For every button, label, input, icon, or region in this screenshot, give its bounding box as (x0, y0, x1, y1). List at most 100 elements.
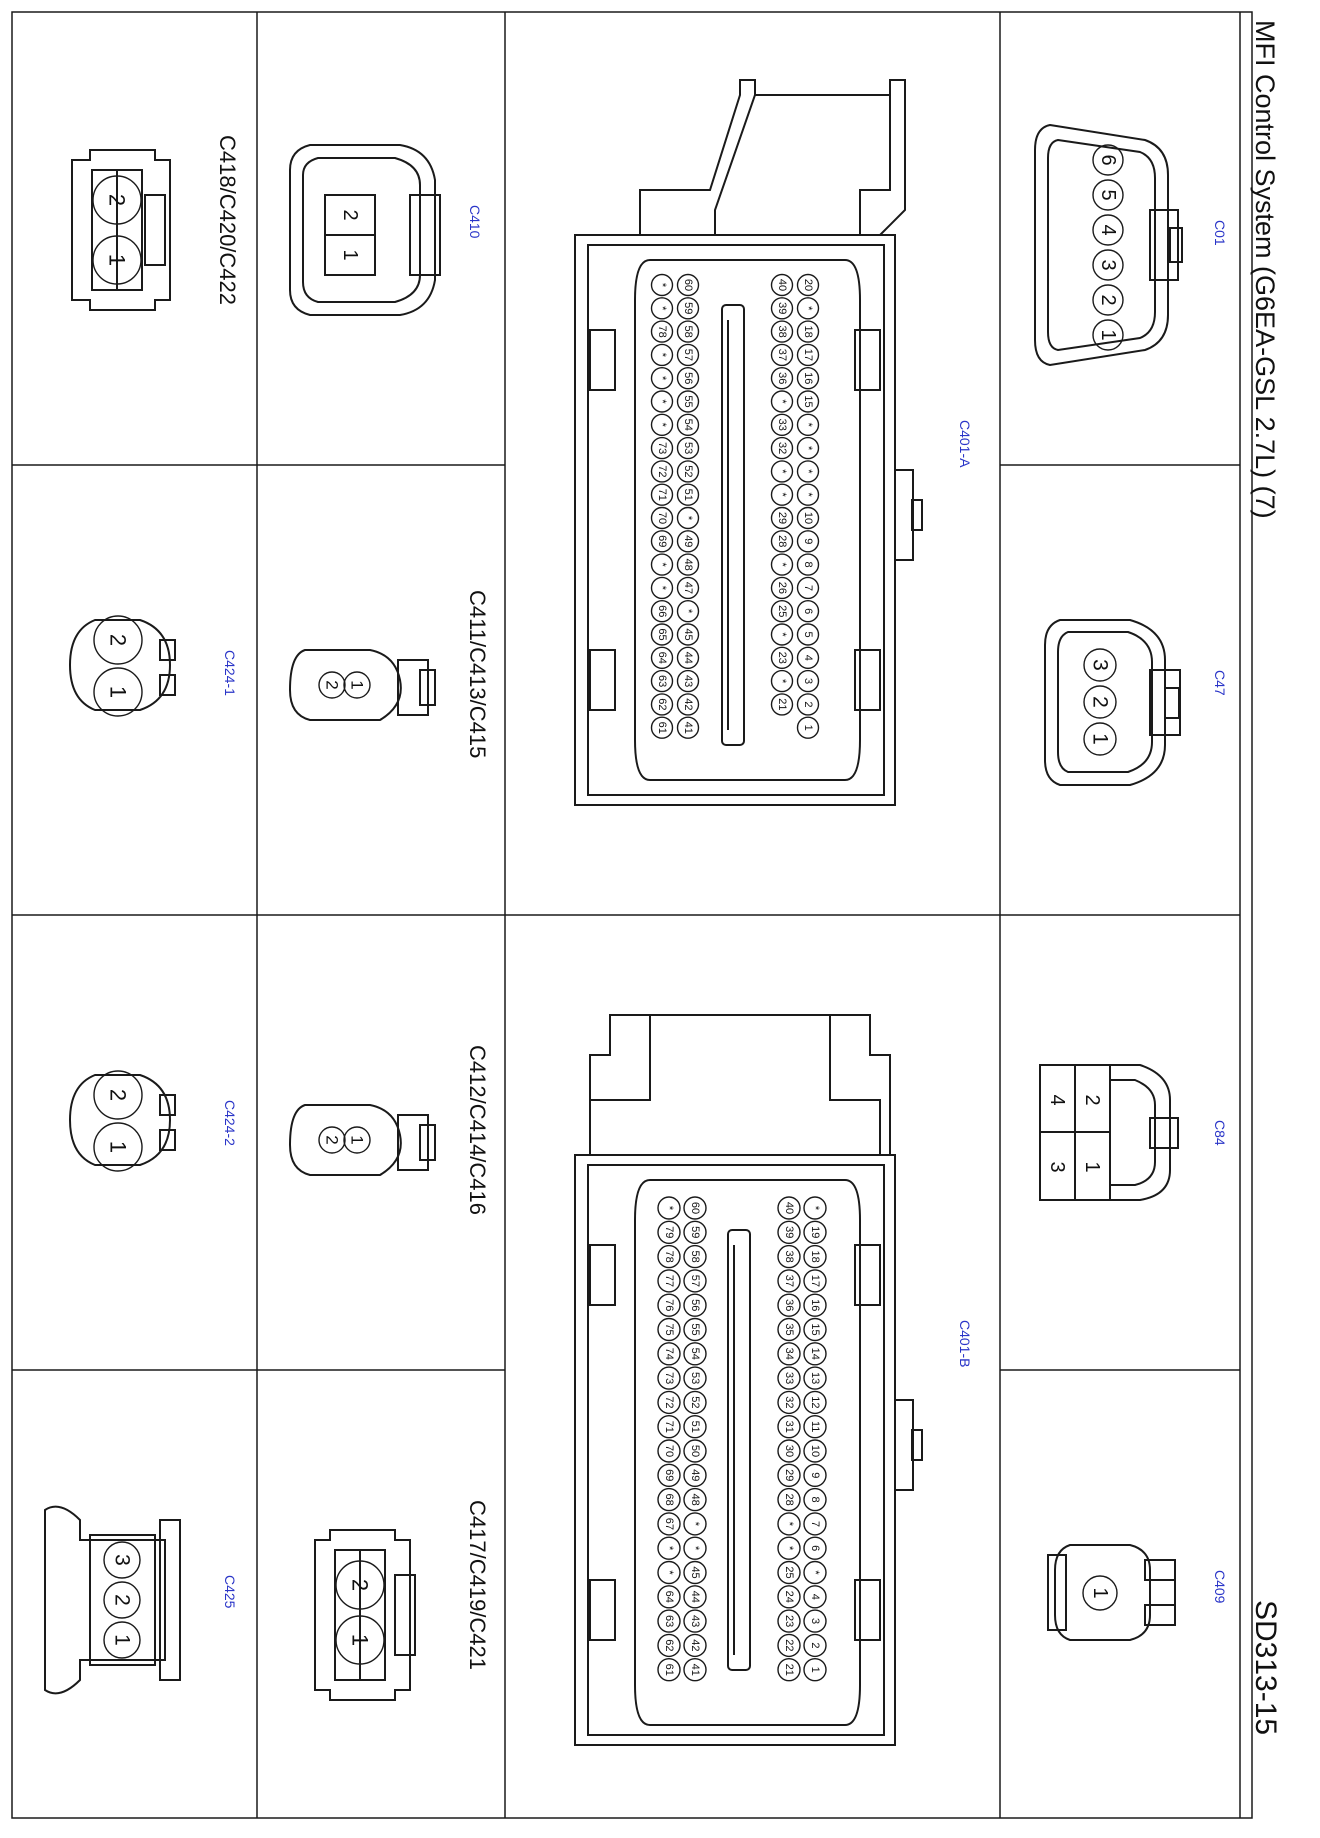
pin-c401b-r2-3-label: 57 (689, 1275, 701, 1287)
pin-c401a-r2-12-label: 48 (682, 558, 694, 570)
pin-c401b-r0-4-label: 16 (809, 1299, 821, 1311)
pin-c401b-r2-1: 59 (683, 1220, 707, 1245)
pin-c401b-r3-6-outline (657, 1342, 681, 1366)
pin-c401a-r2-19-label: 41 (682, 722, 694, 734)
pin-c401a-r1-13: 26 (770, 576, 794, 600)
pin-c401b-r3-12: 68 (657, 1487, 681, 1512)
pin-c401a-r0-11-label: 9 (802, 538, 814, 544)
pin-c401b-r3-18: 62 (657, 1633, 681, 1658)
pin-c401b-r2-9: 51 (683, 1414, 707, 1439)
pin-c401b-r2-4-outline (683, 1293, 707, 1317)
pin-c401a-r3-14-outline (650, 600, 674, 623)
pin-c401b-r0-9: 11 (803, 1414, 827, 1439)
pin-c412-2-label: 2 (323, 1135, 342, 1144)
pin-c401b-r1-0-outline (777, 1196, 801, 1220)
pin-c401b-r2-6: 54 (683, 1342, 707, 1366)
pin-c401b-r1-18-outline (777, 1633, 801, 1658)
pins-c401b: *191817161514131211109876*43214039383736… (657, 1196, 827, 1682)
pin-c401a-r1-16-label: 23 (776, 652, 788, 664)
pin-c401a-r2-7: 53 (676, 436, 700, 460)
pin-c401a-r2-14-outline (676, 600, 700, 623)
pin-c401a-r2-3-label: 57 (682, 349, 694, 361)
pin-c401a-r1-7-label: 32 (776, 442, 788, 454)
pin-c424-1-1-label: 1 (106, 686, 131, 698)
pin-c401a-r1-3: 37 (770, 343, 794, 367)
pin-c401b-r0-12-label: 8 (809, 1497, 821, 1503)
pin-c401a-r1-5-label: * (776, 399, 788, 404)
pin-c401a-r2-15: 45 (676, 623, 700, 646)
pin-c401b-r3-15: * (657, 1560, 681, 1585)
pin-c401b-r1-19-label: 21 (783, 1664, 795, 1676)
pin-c401b-r0-18-outline (803, 1633, 827, 1658)
pin-c01-2-label: 2 (1097, 294, 1119, 305)
pin-c401b-r1-3-outline (777, 1269, 801, 1293)
pin-c401b-r3-4-label: 76 (663, 1299, 675, 1311)
pin-c401a-r1-9: * (770, 483, 794, 506)
pin-c401b-r2-7-outline (683, 1366, 707, 1390)
pin-c401a-r2-16-outline (676, 646, 700, 669)
pin-c401b-r3-2: 78 (657, 1244, 681, 1269)
pin-c401a-r1-18-outline (770, 693, 794, 716)
pin-c401b-r3-14: * (657, 1536, 681, 1560)
connector-c401a-housing (574, 79, 923, 806)
pin-c401b-r1-2-label: 38 (783, 1250, 795, 1262)
pin-c401a-r0-2: 18 (796, 320, 820, 343)
pin-c401b-r2-10: 50 (683, 1439, 707, 1463)
pins-c418: 21 (92, 175, 142, 285)
pin-c401a-r3-18: 62 (650, 693, 674, 716)
pin-c01-1-label: 1 (1097, 329, 1119, 340)
label-c412: C412/C414/C416 (465, 1045, 490, 1215)
pin-c401b-r1-8-outline (777, 1390, 801, 1415)
pin-c401b-r1-3: 37 (777, 1269, 801, 1293)
pin-c401a-r3-9: 71 (650, 483, 674, 506)
pin-c401b-r0-11-label: 9 (809, 1472, 821, 1478)
pin-c401b-r2-16-outline (683, 1585, 707, 1609)
pin-c401a-r2-15-outline (676, 623, 700, 646)
pin-c401b-r2-14: * (683, 1536, 707, 1560)
pin-c401b-r2-11: 49 (683, 1463, 707, 1488)
cell-c410-2: 2 (339, 209, 361, 220)
pin-c401a-r2-2: 58 (676, 320, 700, 343)
pins-c425: 321 (103, 1541, 141, 1659)
pin-c401b-r0-14-outline (803, 1536, 827, 1560)
pin-c401b-r2-3-outline (683, 1269, 707, 1293)
pin-c01-6-outline (1092, 144, 1124, 176)
pin-c401b-r3-19: 61 (657, 1657, 681, 1682)
pin-c01-6-label: 6 (1097, 154, 1119, 165)
pin-c401b-r2-1-outline (683, 1220, 707, 1245)
pin-c401a-r0-2-outline (796, 320, 820, 343)
pin-c401b-r1-14: * (777, 1536, 801, 1560)
pin-c425-3: 3 (103, 1541, 141, 1579)
pin-c401b-r1-0: 40 (777, 1196, 801, 1220)
pin-c401b-r3-2-label: 78 (663, 1250, 675, 1262)
pin-c401b-r1-4-outline (777, 1293, 801, 1317)
pin-c401b-r1-4: 36 (777, 1293, 801, 1317)
pin-c401a-r1-11-label: 28 (776, 535, 788, 547)
pins-c424-1: 21 (93, 615, 143, 717)
pin-c401a-r2-13: 47 (676, 576, 700, 600)
pin-c401b-r0-8-label: 12 (809, 1396, 821, 1408)
pin-c401b-r0-0-outline (803, 1196, 827, 1220)
pin-c401a-r3-12-label: * (656, 562, 668, 567)
pin-c401a-r0-11: 9 (796, 530, 820, 553)
pin-c401b-r0-6-label: 14 (809, 1348, 821, 1360)
pin-c401b-r3-10-label: 70 (663, 1445, 675, 1457)
pin-c401b-r1-17-outline (777, 1609, 801, 1633)
pin-c411-1-outline (343, 671, 371, 699)
pin-c401b-r3-3-outline (657, 1269, 681, 1293)
pin-c01-2: 2 (1092, 284, 1124, 316)
pin-c401b-r2-17: 43 (683, 1609, 707, 1633)
pin-c401b-r0-18-label: 2 (809, 1642, 821, 1648)
pin-c401a-r1-0-label: 40 (776, 279, 788, 291)
pin-c401a-r2-4-outline (676, 367, 700, 390)
pin-c401a-r0-0-outline (796, 273, 820, 297)
pin-c401a-r2-18-label: 42 (682, 698, 694, 710)
pin-c01-3-outline (1092, 249, 1124, 281)
pin-c411-2: 2 (318, 671, 346, 699)
pins-c412: 12 (318, 1126, 371, 1154)
pin-c401a-r2-10: * (676, 506, 700, 530)
pin-c401a-r3-0-label: * (656, 283, 668, 288)
pin-c401a-r0-13: 7 (796, 576, 820, 600)
pin-c401a-r0-7-label: * (802, 446, 814, 451)
pin-c401a-r0-15-outline (796, 623, 820, 646)
